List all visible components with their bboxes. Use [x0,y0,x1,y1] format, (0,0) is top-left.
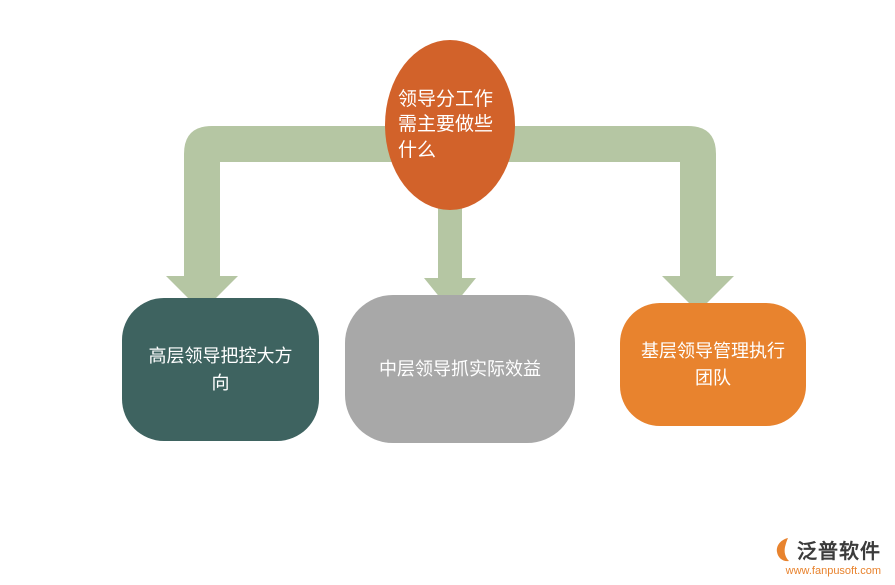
fanpu-logo-icon [776,537,789,561]
left-branch-arrow-icon [166,126,420,312]
root-node: 领导分工作 需主要做些 什么 [385,40,515,210]
branch-node-senior-leaders: 高层领导把控大方 向 [122,298,319,441]
brand-url: www.fanpusoft.com [785,565,881,577]
watermark: 泛普软件 www.fanpusoft.com [774,535,881,577]
root-node-label: 领导分工作 需主要做些 什么 [398,88,494,161]
right-branch-arrow-icon [480,126,734,312]
branch-node-label: 高层领导把控大方 向 [148,345,293,393]
branch-node-base-leaders: 基层领导管理执行 团队 [620,303,806,426]
branch-node-label: 中层领导抓实际效益 [379,358,541,379]
brand-name: 泛普软件 [797,541,881,563]
branch-node-middle-leaders: 中层领导抓实际效益 [345,295,575,443]
branch-node-label: 基层领导管理执行 团队 [641,340,785,388]
